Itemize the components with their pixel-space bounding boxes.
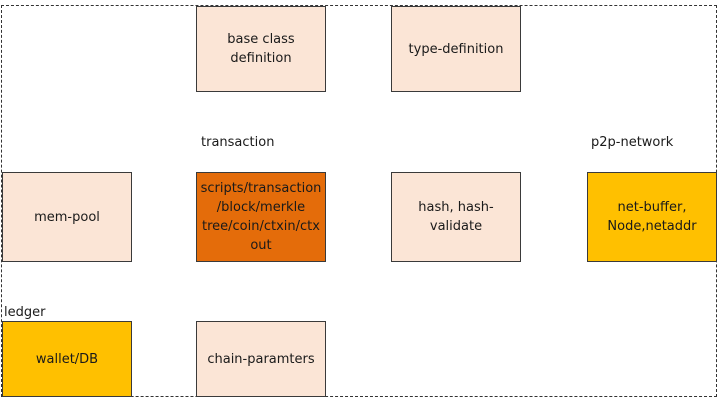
transaction-label: transaction	[201, 135, 275, 150]
transaction-core-box: scripts/transaction /block/merkle tree/c…	[196, 172, 326, 262]
base-class-definition-box: base class definition	[196, 6, 326, 92]
net-buffer-text: net-buffer, Node,netaddr	[607, 200, 697, 234]
chain-params-box: chain-paramters	[196, 321, 326, 397]
p2p-network-label: p2p-network	[591, 135, 674, 150]
base-class-definition-text: base class definition	[227, 32, 295, 66]
hash-validate-box: hash, hash-validate	[391, 172, 521, 262]
type-definition-box: type-definition	[391, 6, 521, 92]
wallet-db-box: wallet/DB	[2, 321, 132, 397]
net-buffer-box: net-buffer, Node,netaddr	[587, 172, 717, 262]
transaction-core-text: scripts/transaction /block/merkle tree/c…	[200, 181, 322, 253]
mem-pool-box: mem-pool	[2, 172, 132, 262]
ledger-label: ledger	[4, 305, 46, 320]
